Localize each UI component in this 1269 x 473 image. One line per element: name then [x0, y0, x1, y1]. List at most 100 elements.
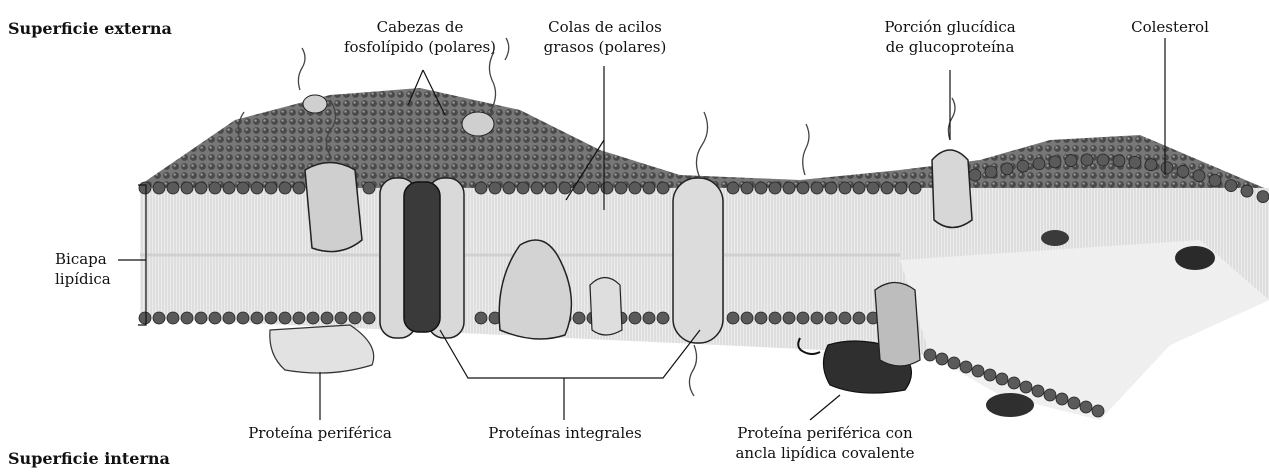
phospholipid-head: [279, 312, 291, 324]
phospholipid-head: [769, 182, 781, 194]
phospholipid-head: [489, 182, 501, 194]
surface-protein: [462, 112, 494, 136]
phospholipid-head: [265, 312, 277, 324]
phospholipid-head: [657, 312, 669, 324]
phospholipid-head: [517, 182, 529, 194]
phospholipid-head: [741, 182, 753, 194]
phospholipid-head: [895, 182, 907, 194]
phospholipid-head: [237, 312, 249, 324]
phospholipid-head: [984, 369, 996, 381]
outer-surface-label: Superficie externa: [8, 20, 172, 38]
phospholipid-head: [1020, 381, 1032, 393]
phospholipid-head: [825, 182, 837, 194]
phospholipid-head: [181, 312, 193, 324]
phospholipid-head: [629, 312, 641, 324]
phospholipid-head: [475, 182, 487, 194]
peripheral-protein-label: Proteína periférica: [230, 424, 410, 442]
phospholipid-head: [1129, 156, 1141, 168]
phospholipid-head: [867, 182, 879, 194]
phospholipid-head: [1032, 385, 1044, 397]
phospholipid-head: [909, 182, 921, 194]
phospholipid-head: [825, 312, 837, 324]
glycoprotein: [932, 150, 972, 228]
phospholipid-head: [573, 312, 585, 324]
phospholipid-head: [1145, 159, 1157, 171]
phospholipid-head: [1113, 155, 1125, 167]
phospholipid-head: [195, 182, 207, 194]
phospholipid-head: [209, 312, 221, 324]
anchored-protein-label-line1: Proteína periférica con: [710, 424, 940, 442]
peripheral-protein-shape: [270, 325, 374, 373]
phospholipid-head: [629, 182, 641, 194]
phospholipid-head: [1068, 397, 1080, 409]
anchored-protein-label-line2: ancla lipídica covalente: [710, 444, 940, 462]
dark-blob: [1175, 246, 1215, 270]
phospholipid-head: [1017, 160, 1029, 172]
phospholipid-head: [167, 182, 179, 194]
bilayer-label-line1: Bicapa: [55, 250, 107, 268]
phospholipid-head: [797, 182, 809, 194]
phospholipid-head: [139, 182, 151, 194]
phospholipid-head: [769, 312, 781, 324]
phospholipid-head: [1008, 377, 1020, 389]
phospholipid-head: [139, 312, 151, 324]
phospholipid-head: [181, 182, 193, 194]
phospholipid-head: [153, 182, 165, 194]
phospholipid-head: [948, 357, 960, 369]
phospholipid-head: [1080, 401, 1092, 413]
bilayer-label-line2: lipídica: [55, 270, 111, 288]
phospholipid-head: [643, 312, 655, 324]
phospholipid-head: [811, 182, 823, 194]
phospholipid-head: [573, 182, 585, 194]
acyl-tails-label-line1: Colas de acilos: [530, 18, 680, 36]
glycoprotein-label-line2: de glucoproteína: [865, 38, 1035, 56]
phospholipid-head: [936, 353, 948, 365]
phospholipid-head: [363, 312, 375, 324]
phospholipid-head: [615, 182, 627, 194]
phospholipid-head: [839, 182, 851, 194]
phospholipid-heads-label-line1: Cabezas de: [330, 18, 510, 36]
phospholipid-head: [741, 312, 753, 324]
phospholipid-head: [195, 312, 207, 324]
phospholipid-head: [1092, 405, 1104, 417]
dark-blob: [1041, 230, 1069, 246]
phospholipid-head: [279, 182, 291, 194]
phospholipid-head: [293, 312, 305, 324]
phospholipid-head: [1065, 155, 1077, 167]
phospholipid-head: [924, 349, 936, 361]
phospholipid-head: [335, 312, 347, 324]
channel-protein: [380, 178, 464, 338]
cholesterol-label: Colesterol: [1110, 18, 1230, 36]
phospholipid-head: [503, 182, 515, 194]
phospholipid-head: [643, 182, 655, 194]
upper-protein: [305, 163, 362, 252]
phospholipid-head: [996, 373, 1008, 385]
phospholipid-head: [1241, 185, 1253, 197]
phospholipid-head: [1097, 154, 1109, 166]
phospholipid-head: [755, 312, 767, 324]
phospholipid-head: [153, 312, 165, 324]
right-integral-protein: [875, 283, 920, 367]
phospholipid-head: [797, 312, 809, 324]
phospholipid-head: [363, 182, 375, 194]
phospholipid-head: [727, 312, 739, 324]
phospholipid-head: [251, 182, 263, 194]
phospholipid-head: [853, 182, 865, 194]
phospholipid-head: [545, 182, 557, 194]
phospholipid-head: [209, 182, 221, 194]
phospholipid-head: [972, 365, 984, 377]
phospholipid-head: [755, 182, 767, 194]
phospholipid-head: [265, 182, 277, 194]
phospholipid-head: [237, 182, 249, 194]
phospholipid-head: [251, 312, 263, 324]
inner-surface-label: Superficie interna: [8, 450, 170, 468]
phospholipid-head: [1209, 175, 1221, 187]
phospholipid-head: [475, 312, 487, 324]
phospholipid-head: [657, 182, 669, 194]
phospholipid-head: [783, 182, 795, 194]
phospholipid-head: [321, 312, 333, 324]
phospholipid-head: [307, 312, 319, 324]
glycoprotein-label-line1: Porción glucídica: [865, 18, 1035, 36]
phospholipid-head: [1193, 170, 1205, 182]
tall-protein: [673, 178, 723, 343]
